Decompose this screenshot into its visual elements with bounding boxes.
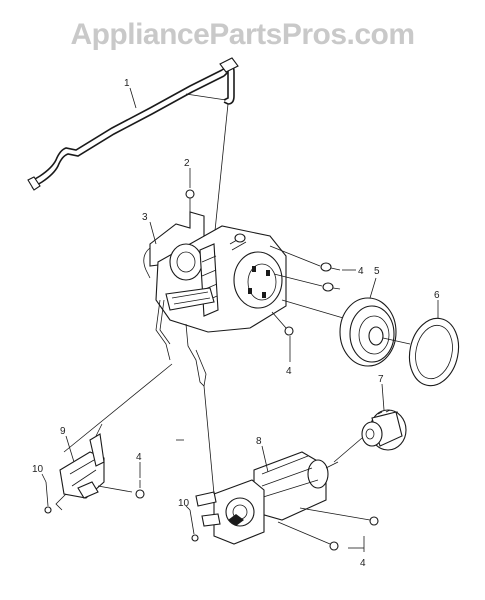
callout-6: 6: [434, 290, 440, 301]
part-latch-bracket: [55, 423, 133, 511]
callout-5: 5: [374, 266, 380, 277]
part-ring: [408, 317, 460, 387]
part-screw-small: [185, 189, 195, 214]
callout-1: 1: [124, 78, 130, 89]
part-screw-10-left: [44, 481, 52, 514]
callout-leaders: [41, 87, 439, 552]
part-screw-motor-1: [299, 507, 379, 526]
callout-10b: 10: [178, 498, 190, 509]
watermark-logo: AppliancePartsPros.com: [70, 18, 415, 51]
callout-2: 2: [184, 158, 190, 169]
part-screw-upper-1: [269, 245, 341, 272]
callout-8: 8: [256, 436, 262, 447]
callout-7: 7: [378, 374, 384, 385]
callout-4b: 4: [286, 366, 292, 377]
callout-9: 9: [60, 426, 66, 437]
guide-line: [63, 363, 173, 453]
part-coupling: [333, 409, 407, 463]
part-pulley-knob: [281, 297, 411, 367]
callout-4a: 4: [358, 266, 364, 277]
guide-line: [203, 385, 215, 495]
part-screw-motor-2: [277, 521, 339, 551]
part-screw-10-right: [189, 509, 199, 542]
part-screw-upper-2: [273, 273, 341, 292]
part-screw-bracket: [135, 480, 145, 499]
part-screw-lower: [271, 311, 294, 336]
callout-4c: 4: [136, 452, 142, 463]
part-main-assembly: [143, 211, 287, 387]
part-linkage-rod: [27, 57, 239, 191]
part-motor: [195, 451, 339, 545]
callout-4d: 4: [360, 558, 366, 569]
callout-3: 3: [142, 212, 148, 223]
guide-line: [185, 93, 227, 101]
callout-10a: 10: [32, 464, 44, 475]
